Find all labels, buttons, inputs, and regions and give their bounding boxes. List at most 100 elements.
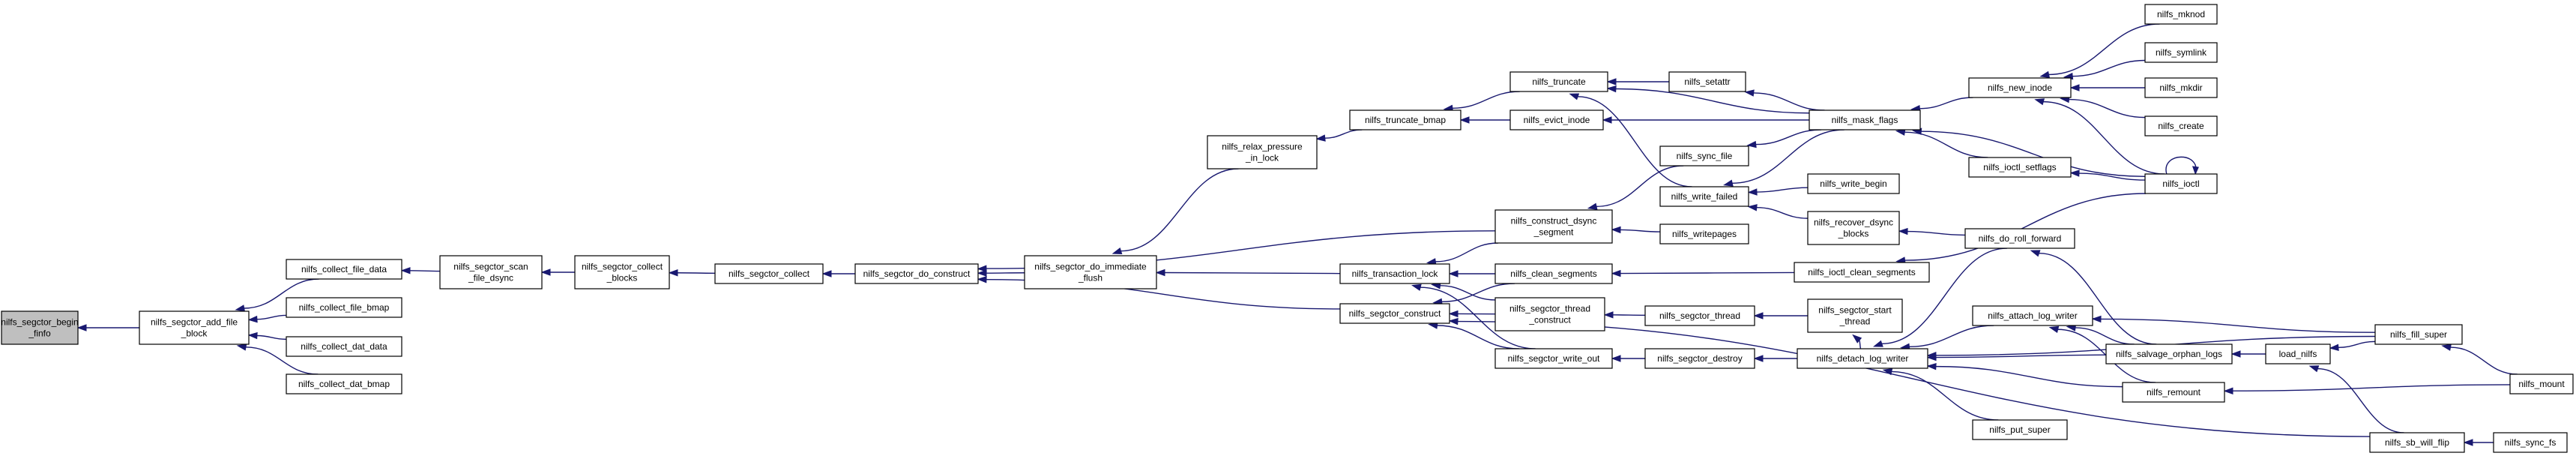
- call-edge-nilfs-segctor-do-construct-to-nilfs-segctor-collect: [821, 270, 855, 278]
- function-node-box: [2122, 382, 2225, 403]
- function-node-nilfs-truncate-bmap[interactable]: nilfs_truncate_bmap: [1349, 110, 1462, 130]
- function-node-nilfs-construct-dsync-segment[interactable]: nilfs_construct_dsync_segment: [1494, 209, 1613, 244]
- call-edge-line: [1457, 320, 2371, 437]
- function-node-box: [1494, 297, 1605, 332]
- function-node-nilfs-segctor-do-construct[interactable]: nilfs_segctor_do_construct: [854, 263, 979, 284]
- call-edge-nilfs-collect-dat-data-to-nilfs-segctor-add-file-block: [247, 332, 287, 340]
- function-node-nilfs-mask-flags[interactable]: nilfs_mask_flags: [1809, 110, 1921, 130]
- function-node-label: nilfs_segctor_destroy: [1657, 353, 1742, 364]
- call-edge-nilfs-evict-inode-to-nilfs-truncate-bmap: [1459, 116, 1511, 124]
- function-node-box: [1668, 71, 1746, 92]
- function-node-nilfs-ioctl-setflags[interactable]: nilfs_ioctl_setflags: [1968, 157, 2072, 178]
- function-node-nilfs-attach-log-writer[interactable]: nilfs_attach_log_writer: [1972, 305, 2093, 326]
- function-node-nilfs-ioctl-clean-segments[interactable]: nilfs_ioctl_clean_segments: [1794, 262, 1930, 283]
- function-node-nilfs-put-super[interactable]: nilfs_put_super: [1972, 419, 2068, 440]
- function-node-nilfs-mkdir[interactable]: nilfs_mkdir: [2144, 77, 2218, 98]
- call-edge-nilfs-write-failed-to-nilfs-truncate: [1569, 93, 1692, 188]
- function-node-label: _block: [181, 328, 208, 339]
- function-node-nilfs-collect-dat-bmap[interactable]: nilfs_collect_dat_bmap: [286, 374, 402, 394]
- function-node-nilfs-write-begin[interactable]: nilfs_write_begin: [1807, 173, 1900, 194]
- function-node-label: _blocks: [1838, 229, 1869, 239]
- call-edge-nilfs-mknod-to-nilfs-new-inode: [2039, 23, 2160, 78]
- function-node-nilfs-segctor-start-thread[interactable]: nilfs_segctor_start_thread: [1807, 298, 1903, 333]
- call-edge-arrowhead: [247, 315, 258, 323]
- function-node-label: _file_dsync: [468, 273, 513, 284]
- function-node-box: [1964, 228, 2075, 249]
- function-node-nilfs-collect-file-data[interactable]: nilfs_collect_file_data: [286, 259, 402, 280]
- function-node-nilfs-segctor-thread[interactable]: nilfs_segctor_thread: [1644, 305, 1755, 326]
- call-edge-arrowhead: [2091, 315, 2102, 323]
- function-node-nilfs-writepages[interactable]: nilfs_writepages: [1659, 224, 1749, 244]
- function-node-box: [2144, 77, 2218, 98]
- call-edge-arrowhead: [1587, 202, 1598, 210]
- function-node-label: nilfs_collect_dat_data: [301, 341, 387, 352]
- function-node-box: [1509, 110, 1604, 130]
- function-node-nilfs-ioctl[interactable]: nilfs_ioctl: [2144, 173, 2218, 194]
- call-edge-line: [2043, 100, 2165, 175]
- function-node-nilfs-relax-pressure-in-lock[interactable]: nilfs_relax_pressure_in_lock: [1207, 135, 1318, 170]
- function-node-nilfs-segctor-collect-blocks[interactable]: nilfs_segctor_collect_blocks: [574, 255, 670, 290]
- function-node-nilfs-segctor-add-file-block[interactable]: nilfs_segctor_add_file_block: [139, 310, 250, 345]
- function-node-nilfs-segctor-thread-construct[interactable]: nilfs_segctor_thread_construct: [1494, 297, 1605, 332]
- function-node-nilfs-write-failed[interactable]: nilfs_write_failed: [1659, 186, 1749, 207]
- function-node-nilfs-transaction-lock[interactable]: nilfs_transaction_lock: [1339, 263, 1450, 284]
- call-edge-arrowhead: [1459, 116, 1470, 124]
- call-edge-arrowhead: [1448, 270, 1459, 278]
- call-edge-arrowhead: [1448, 317, 1459, 326]
- function-node-nilfs-remount[interactable]: nilfs_remount: [2122, 382, 2225, 403]
- function-node-label: load_nilfs: [2279, 349, 2317, 359]
- function-node-nilfs-sb-will-flip[interactable]: nilfs_sb_will_flip: [2369, 432, 2465, 453]
- call-edge-nilfs-mask-flags-to-nilfs-write-failed: [1723, 129, 1844, 187]
- function-node-nilfs-segctor-begin-finfo[interactable]: nilfs_segctor_begin_finfo: [1, 310, 79, 345]
- function-node-nilfs-fill-super[interactable]: nilfs_fill_super: [2374, 324, 2463, 345]
- call-edge-nilfs-segctor-thread-to-nilfs-segctor-thread-construct: [1603, 311, 1646, 319]
- function-node-load-nilfs[interactable]: load_nilfs: [2265, 344, 2331, 364]
- function-node-nilfs-recover-dsync-blocks[interactable]: nilfs_recover_dsync_blocks: [1807, 211, 1900, 245]
- call-edge-nilfs-mask-flags-to-nilfs-setattr: [1744, 89, 1825, 111]
- function-node-nilfs-segctor-collect[interactable]: nilfs_segctor_collect: [714, 263, 824, 284]
- call-edge-arrowhead: [1723, 179, 1734, 187]
- function-node-nilfs-collect-file-bmap[interactable]: nilfs_collect_file_bmap: [286, 297, 402, 318]
- function-node-nilfs-sync-fs[interactable]: nilfs_sync_fs: [2493, 432, 2568, 453]
- call-edge-nilfs-segctor-write-out-to-nilfs-segctor-construct: [1428, 322, 1520, 350]
- call-edge-line: [1904, 131, 1988, 158]
- call-edge-arrowhead: [1611, 355, 1621, 362]
- call-edge-nilfs-sb-will-flip-to-load-nilfs: [2308, 365, 2404, 434]
- function-node-box: [1972, 419, 2068, 440]
- function-node-nilfs-create[interactable]: nilfs_create: [2144, 116, 2218, 136]
- function-node-nilfs-mknod[interactable]: nilfs_mknod: [2144, 4, 2218, 25]
- function-node-nilfs-setattr[interactable]: nilfs_setattr: [1668, 71, 1746, 92]
- call-edge-arrowhead: [2308, 365, 2320, 373]
- function-node-nilfs-evict-inode[interactable]: nilfs_evict_inode: [1509, 110, 1604, 130]
- call-edge-arrowhead: [1315, 134, 1326, 142]
- function-node-nilfs-segctor-construct[interactable]: nilfs_segctor_construct: [1339, 303, 1450, 324]
- call-edge-line: [1452, 91, 1520, 110]
- function-node-nilfs-truncate[interactable]: nilfs_truncate: [1509, 71, 1608, 92]
- call-edge-nilfs-ioctl-to-nilfs-ioctl-setflags: [2069, 170, 2146, 181]
- function-node-nilfs-collect-dat-data[interactable]: nilfs_collect_dat_data: [286, 336, 402, 357]
- function-node-nilfs-symlink[interactable]: nilfs_symlink: [2144, 42, 2218, 63]
- call-edge-line: [1904, 193, 2147, 261]
- function-node-nilfs-salvage-orphan-logs[interactable]: nilfs_salvage_orphan_logs: [2105, 344, 2233, 364]
- function-node-nilfs-segctor-destroy[interactable]: nilfs_segctor_destroy: [1644, 348, 1755, 369]
- function-node-nilfs-mount[interactable]: nilfs_mount: [2509, 374, 2574, 394]
- function-node-nilfs-detach-log-writer[interactable]: nilfs_detach_log_writer: [1797, 348, 1928, 369]
- call-edge-arrowhead: [2039, 70, 2051, 78]
- function-node-box: [1659, 146, 1749, 166]
- function-node-nilfs-segctor-scan-file-dsync[interactable]: nilfs_segctor_scan_file_dsync: [439, 255, 543, 290]
- function-node-label: nilfs_mask_flags: [1832, 115, 1898, 125]
- function-node-nilfs-segctor-write-out[interactable]: nilfs_segctor_write_out: [1494, 348, 1613, 369]
- call-edge-arrowhead: [1611, 269, 1621, 278]
- call-edge-line: [1935, 354, 2107, 358]
- function-node-nilfs-new-inode[interactable]: nilfs_new_inode: [1968, 77, 2072, 98]
- call-edge-line: [1859, 340, 1862, 350]
- function-node-nilfs-clean-segments[interactable]: nilfs_clean_segments: [1494, 263, 1613, 284]
- call-edge-nilfs-segctor-collect-blocks-to-nilfs-segctor-scan-file-dsync: [540, 268, 576, 276]
- call-edge-nilfs-attach-log-writer-to-nilfs-detach-log-writer: [1900, 325, 1994, 350]
- call-edge-line: [1620, 229, 1661, 232]
- function-node-nilfs-sync-file[interactable]: nilfs_sync_file: [1659, 146, 1749, 166]
- function-node-nilfs-segctor-do-immediate-flush[interactable]: nilfs_segctor_do_immediate_flush: [1024, 255, 1157, 290]
- call-edge-arrowhead: [1926, 362, 1937, 370]
- function-node-nilfs-do-roll-forward[interactable]: nilfs_do_roll_forward: [1964, 228, 2075, 249]
- call-edge-arrowhead: [2441, 344, 2452, 351]
